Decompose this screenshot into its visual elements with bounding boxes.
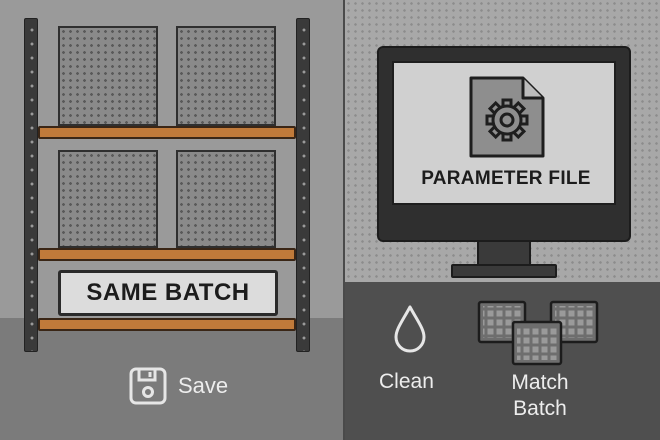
divider: [343, 0, 345, 440]
shelf-beam: [38, 318, 296, 331]
monitor: PARAMETER FILE: [377, 46, 631, 242]
crate: [176, 150, 276, 248]
floppy-disk-icon: [129, 367, 167, 405]
save-button[interactable]: Save: [128, 366, 228, 406]
monitor-base: [451, 264, 557, 278]
crate: [58, 26, 158, 126]
floor: [0, 318, 343, 440]
save-label: Save: [178, 373, 229, 398]
stacked-trays-icon: [477, 300, 599, 366]
right-panel: PARAMETER FILE Clean Match Batch: [345, 0, 660, 440]
crate: [176, 26, 276, 126]
water-drop-icon: [394, 305, 426, 353]
match-batch-label: Match Batch: [491, 370, 589, 422]
shelf-beam: [38, 248, 296, 261]
shelf-beam: [38, 126, 296, 139]
shelf-post-left: [24, 18, 38, 352]
match-label-line2: Batch: [513, 397, 567, 420]
wall: [0, 0, 343, 318]
match-label-line1: Match: [511, 371, 569, 394]
left-panel: SAME BATCH Save: [0, 0, 343, 440]
crate: [58, 150, 158, 248]
monitor-label: PARAMETER FILE: [421, 168, 591, 189]
shelf-post-right: [296, 18, 310, 352]
shelf-label: SAME BATCH: [58, 270, 278, 316]
clean-label: Clean: [379, 370, 434, 393]
gear-file-icon: [469, 76, 545, 158]
